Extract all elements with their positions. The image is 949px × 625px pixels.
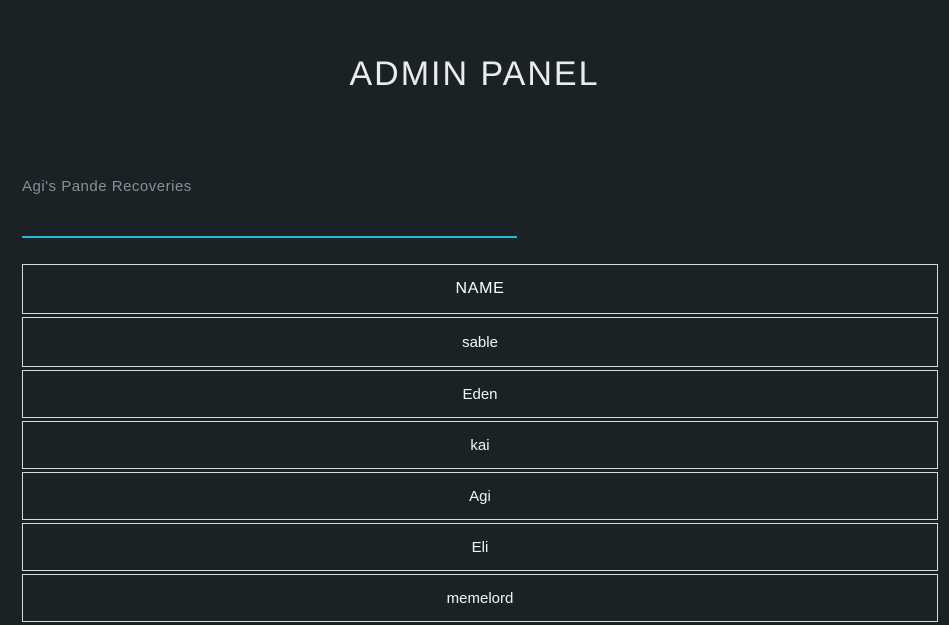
cell-name: memelord bbox=[22, 574, 938, 622]
search-field-label: Agi's Pande Recoveries bbox=[22, 178, 192, 195]
table-row[interactable]: Eden bbox=[22, 370, 938, 418]
names-table-container[interactable]: NAME sable Eden kai Agi Eli bbox=[22, 261, 938, 625]
names-table-body: sable Eden kai Agi Eli memelord bbox=[22, 317, 938, 622]
table-row[interactable]: memelord bbox=[22, 574, 938, 622]
table-row[interactable]: kai bbox=[22, 421, 938, 469]
names-table: NAME sable Eden kai Agi Eli bbox=[22, 261, 938, 625]
cell-name: Agi bbox=[22, 472, 938, 520]
names-table-head: NAME bbox=[22, 264, 938, 314]
cell-name: Eli bbox=[22, 523, 938, 571]
search-input[interactable] bbox=[22, 202, 517, 234]
column-header-name[interactable]: NAME bbox=[22, 264, 938, 314]
cell-name: sable bbox=[22, 317, 938, 367]
table-row[interactable]: Eli bbox=[22, 523, 938, 571]
table-header-row: NAME bbox=[22, 264, 938, 314]
cell-name: kai bbox=[22, 421, 938, 469]
table-row[interactable]: Agi bbox=[22, 472, 938, 520]
search-field[interactable]: Agi's Pande Recoveries bbox=[22, 176, 517, 238]
table-row[interactable]: sable bbox=[22, 317, 938, 367]
cell-name: Eden bbox=[22, 370, 938, 418]
search-field-underline bbox=[22, 236, 517, 238]
page-title: ADMIN PANEL bbox=[349, 54, 600, 93]
